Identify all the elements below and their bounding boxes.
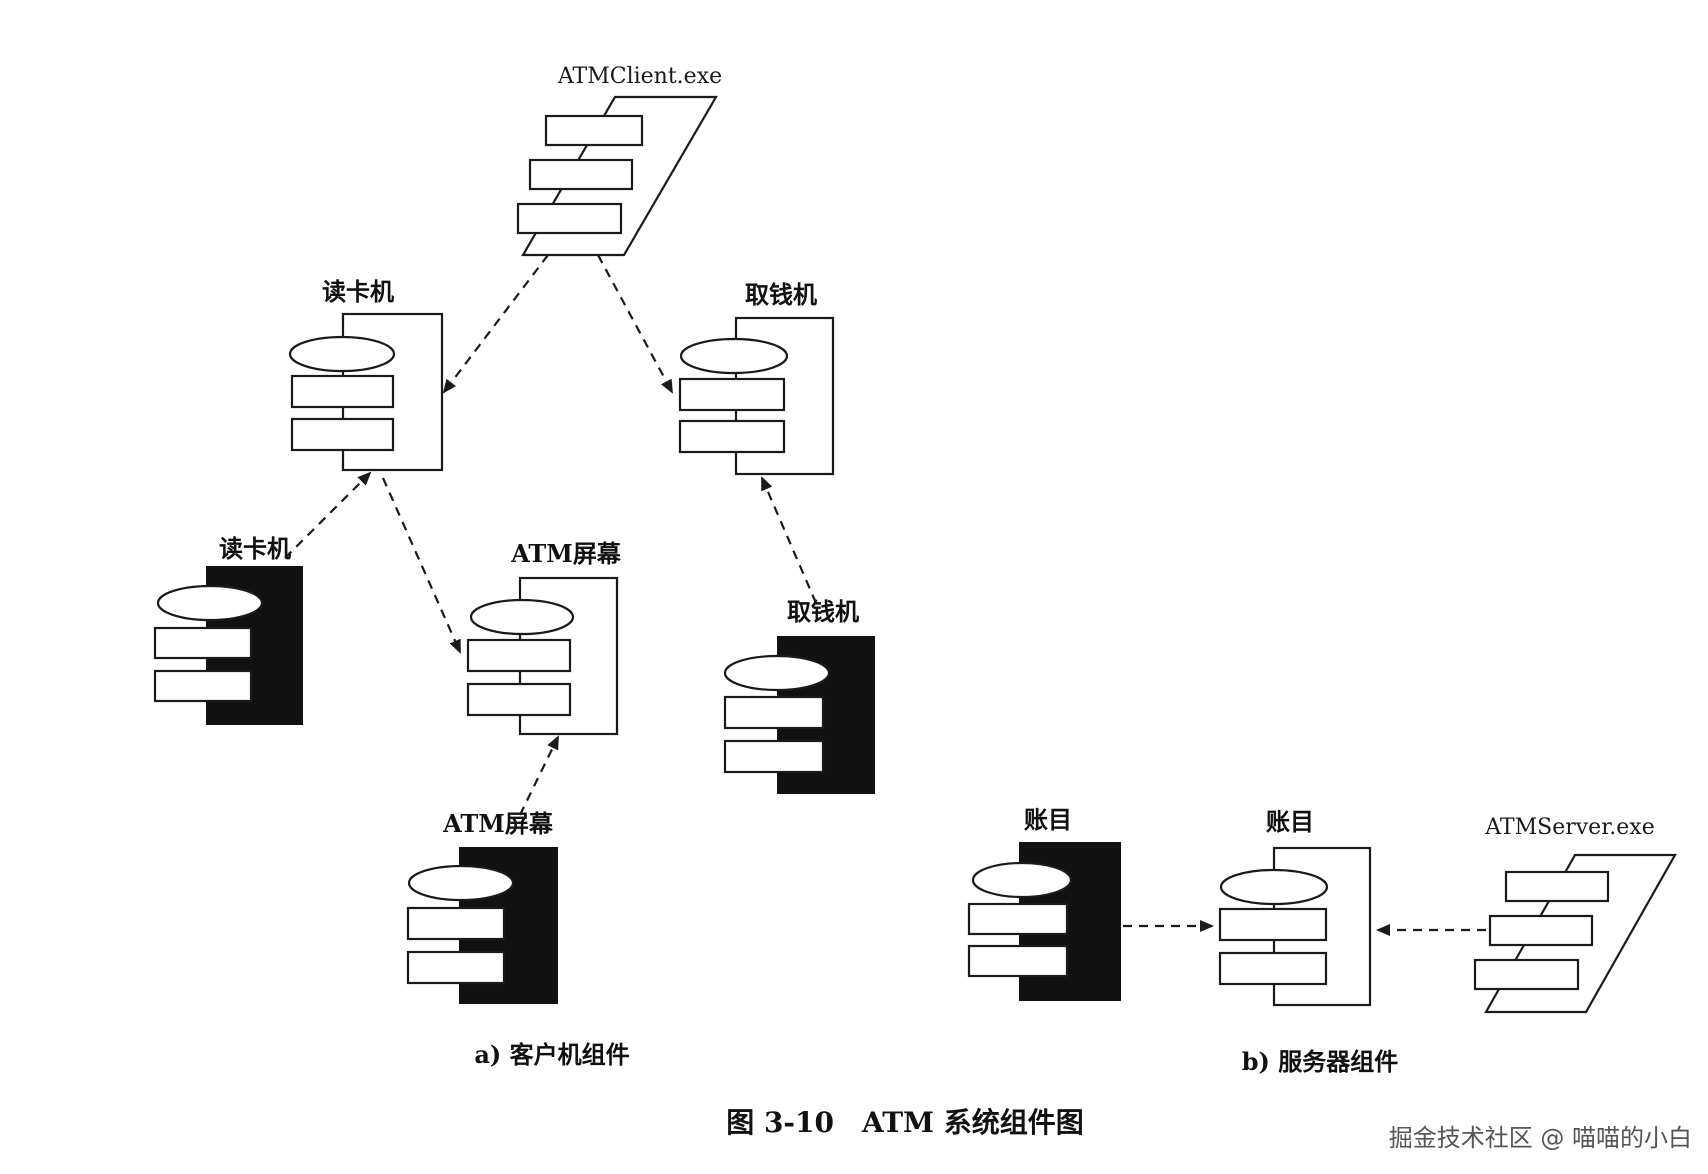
atm-screen-body-component [406,847,558,1004]
atm-screen-body-label: ATM屏幕 [442,809,554,838]
dep-client-to-cash-dispenser [597,254,673,394]
card-reader-body-label: 读卡机 [219,534,291,563]
watermark: 掘金技术社区 @ 喵喵的小白 [1389,1124,1692,1152]
atm-server-exe-component [1473,853,1677,1014]
dep-client-to-card-reader [442,254,549,394]
card-reader-spec-component [288,312,444,472]
cash-dispenser-body-component [723,636,875,794]
account-spec-label: 账目 [1266,807,1314,836]
account-body-label: 账目 [1024,805,1072,834]
atm-screen-spec-label: ATM屏幕 [510,539,622,568]
dep-screen-body-to-screen-spec [519,735,559,816]
cash-dispenser-spec-component [678,316,835,476]
atm-client-exe-component [516,95,718,257]
cash-dispenser-body-label: 取钱机 [787,597,859,626]
server-caption: b) 服务器组件 [1242,1047,1399,1076]
client-caption: a) 客户机组件 [474,1040,629,1069]
dep-card-spec-to-screen-spec [381,477,462,654]
dep-cash-body-to-cash-spec [760,476,818,604]
account-body-component [967,842,1121,1001]
cash-dispenser-spec-label: 取钱机 [745,280,817,309]
figure-caption: 图 3-10 ATM 系统组件图 [726,1106,1084,1139]
card-reader-spec-label: 读卡机 [322,277,394,306]
dep-card-body-to-card-spec [284,471,372,559]
atm-screen-spec-component [466,576,619,736]
card-reader-body-component [153,566,303,725]
account-spec-component [1218,846,1372,1007]
atm-server-exe-label: ATMServer.exe [1484,815,1654,840]
atm-client-exe-label: ATMClient.exe [557,64,722,89]
